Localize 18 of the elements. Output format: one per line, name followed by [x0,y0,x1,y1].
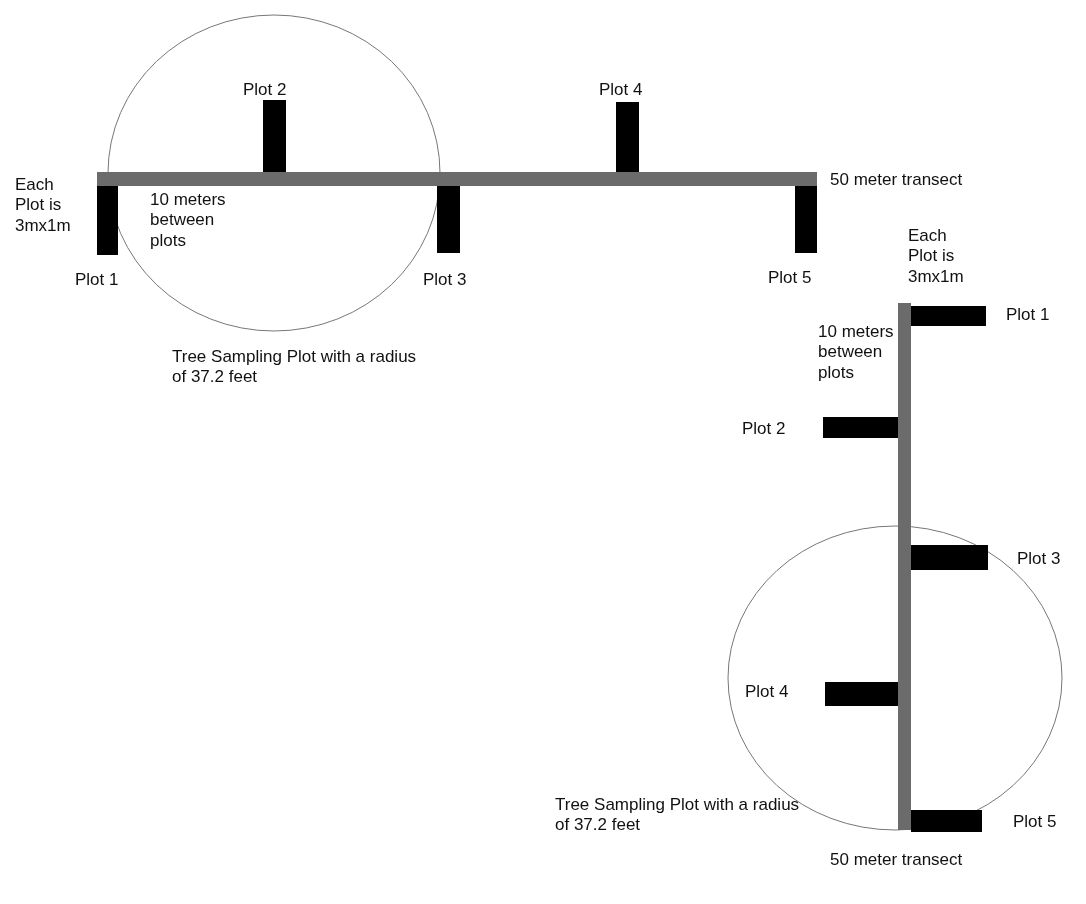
transect-label: 50 meter transect [830,170,963,191]
plot-label: Plot 5 [768,268,812,289]
spacing-note: 10 meters between plots [150,190,227,252]
plot-label: Plot 4 [745,682,789,703]
plot-size-note: Each Plot is 3mx1m [908,226,965,288]
plot-label: Plot 5 [1013,812,1057,833]
plot-label: Plot 3 [423,270,467,291]
plot-label: Plot 4 [599,80,643,101]
plot-label: Plot 1 [75,270,119,291]
plot-label: Plot 2 [742,419,786,440]
plot-size-note: Each Plot is 3mx1m [15,175,72,237]
transect-label: 50 meter transect [830,850,963,871]
spacing-note: 10 meters between plots [818,322,895,384]
plot-label: Plot 1 [1006,305,1050,326]
plot-label: Plot 2 [243,80,287,101]
circle-caption: Tree Sampling Plot with a radius of 37.2 feet [555,795,800,836]
plot-label: Plot 3 [1017,549,1061,570]
circle-caption: Tree Sampling Plot with a radius of 37.2 feet [172,347,417,388]
